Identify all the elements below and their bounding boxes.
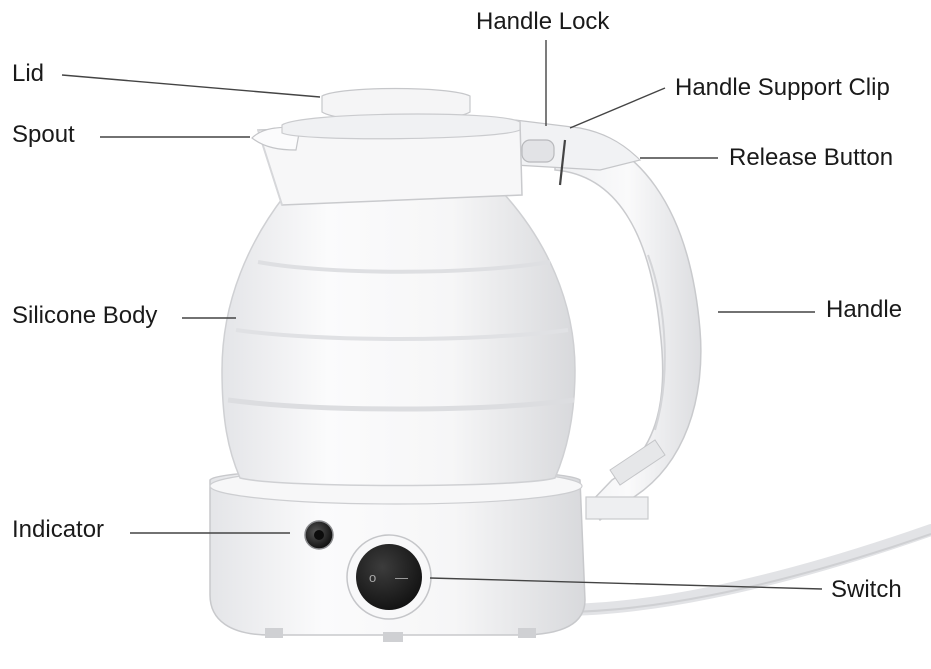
leader-line-switch — [429, 577, 823, 590]
leader-line-handle-support-clip — [569, 87, 666, 129]
switch-on-symbol: — — [395, 570, 408, 585]
power-cord — [554, 524, 931, 616]
switch-off-symbol: o — [369, 570, 376, 585]
label-indicator: Indicator — [12, 516, 105, 543]
label-handle-support-clip: Handle Support Clip — [675, 74, 890, 101]
label-handle: Handle — [826, 296, 903, 323]
label-silicone-body: Silicone Body — [12, 302, 158, 329]
label-release-button: Release Button — [729, 144, 894, 171]
leader-line-lid — [61, 74, 321, 98]
leader-lines — [61, 40, 823, 590]
label-switch: Switch — [831, 576, 902, 603]
switch-knob — [356, 544, 422, 610]
label-handle-lock: Handle Lock — [476, 8, 610, 35]
label-lid: Lid — [12, 60, 45, 87]
label-spout: Spout — [12, 121, 75, 148]
